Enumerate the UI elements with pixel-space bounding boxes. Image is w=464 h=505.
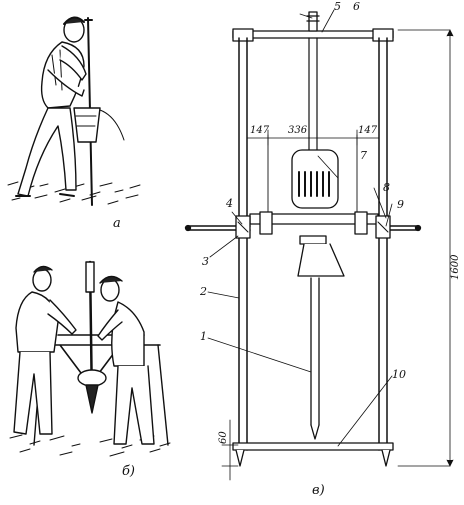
callout-1: 1 xyxy=(200,330,207,343)
bottom-beam xyxy=(232,442,394,451)
dim-right-offset: 147 xyxy=(358,125,378,136)
panel-a-bucket xyxy=(73,107,101,143)
motor-fins xyxy=(298,171,330,197)
callout-leaders xyxy=(207,9,393,447)
panel-a-illustration xyxy=(7,16,141,206)
dimension-labels: 147 336 147 1600 60 xyxy=(218,125,461,444)
panel-b-left-worker-head xyxy=(32,268,52,292)
reducer xyxy=(299,235,327,245)
callout-3: 3 xyxy=(202,255,209,268)
panel-b-drill-bit xyxy=(85,384,99,414)
callout-9: 9 xyxy=(397,198,404,211)
dim-total-height: 1600 xyxy=(450,254,461,280)
callout-labels: 5 6 7 8 9 4 3 2 1 10 xyxy=(199,0,406,381)
panel-a-caption: а xyxy=(113,216,121,231)
panel-c-caption: в) xyxy=(312,483,325,498)
callout-10: 10 xyxy=(392,368,406,381)
panel-b-illustration xyxy=(9,260,171,457)
panel-b-caption: б) xyxy=(122,464,135,479)
callout-8: 8 xyxy=(383,181,390,194)
callout-4: 4 xyxy=(225,197,233,210)
dimension-lines xyxy=(221,29,454,481)
dim-bottom-gap: 60 xyxy=(218,431,229,444)
top-beam xyxy=(232,30,394,39)
callout-6: 6 xyxy=(353,0,360,13)
dim-left-offset: 147 xyxy=(250,125,270,136)
dim-center-width: 336 xyxy=(288,125,308,136)
motor xyxy=(291,149,339,209)
callout-7: 7 xyxy=(360,149,367,162)
callout-2: 2 xyxy=(199,285,207,298)
panel-a-worker-legs xyxy=(17,107,77,197)
panel-c-drawing xyxy=(184,9,454,481)
callout-5: 5 xyxy=(334,0,341,13)
